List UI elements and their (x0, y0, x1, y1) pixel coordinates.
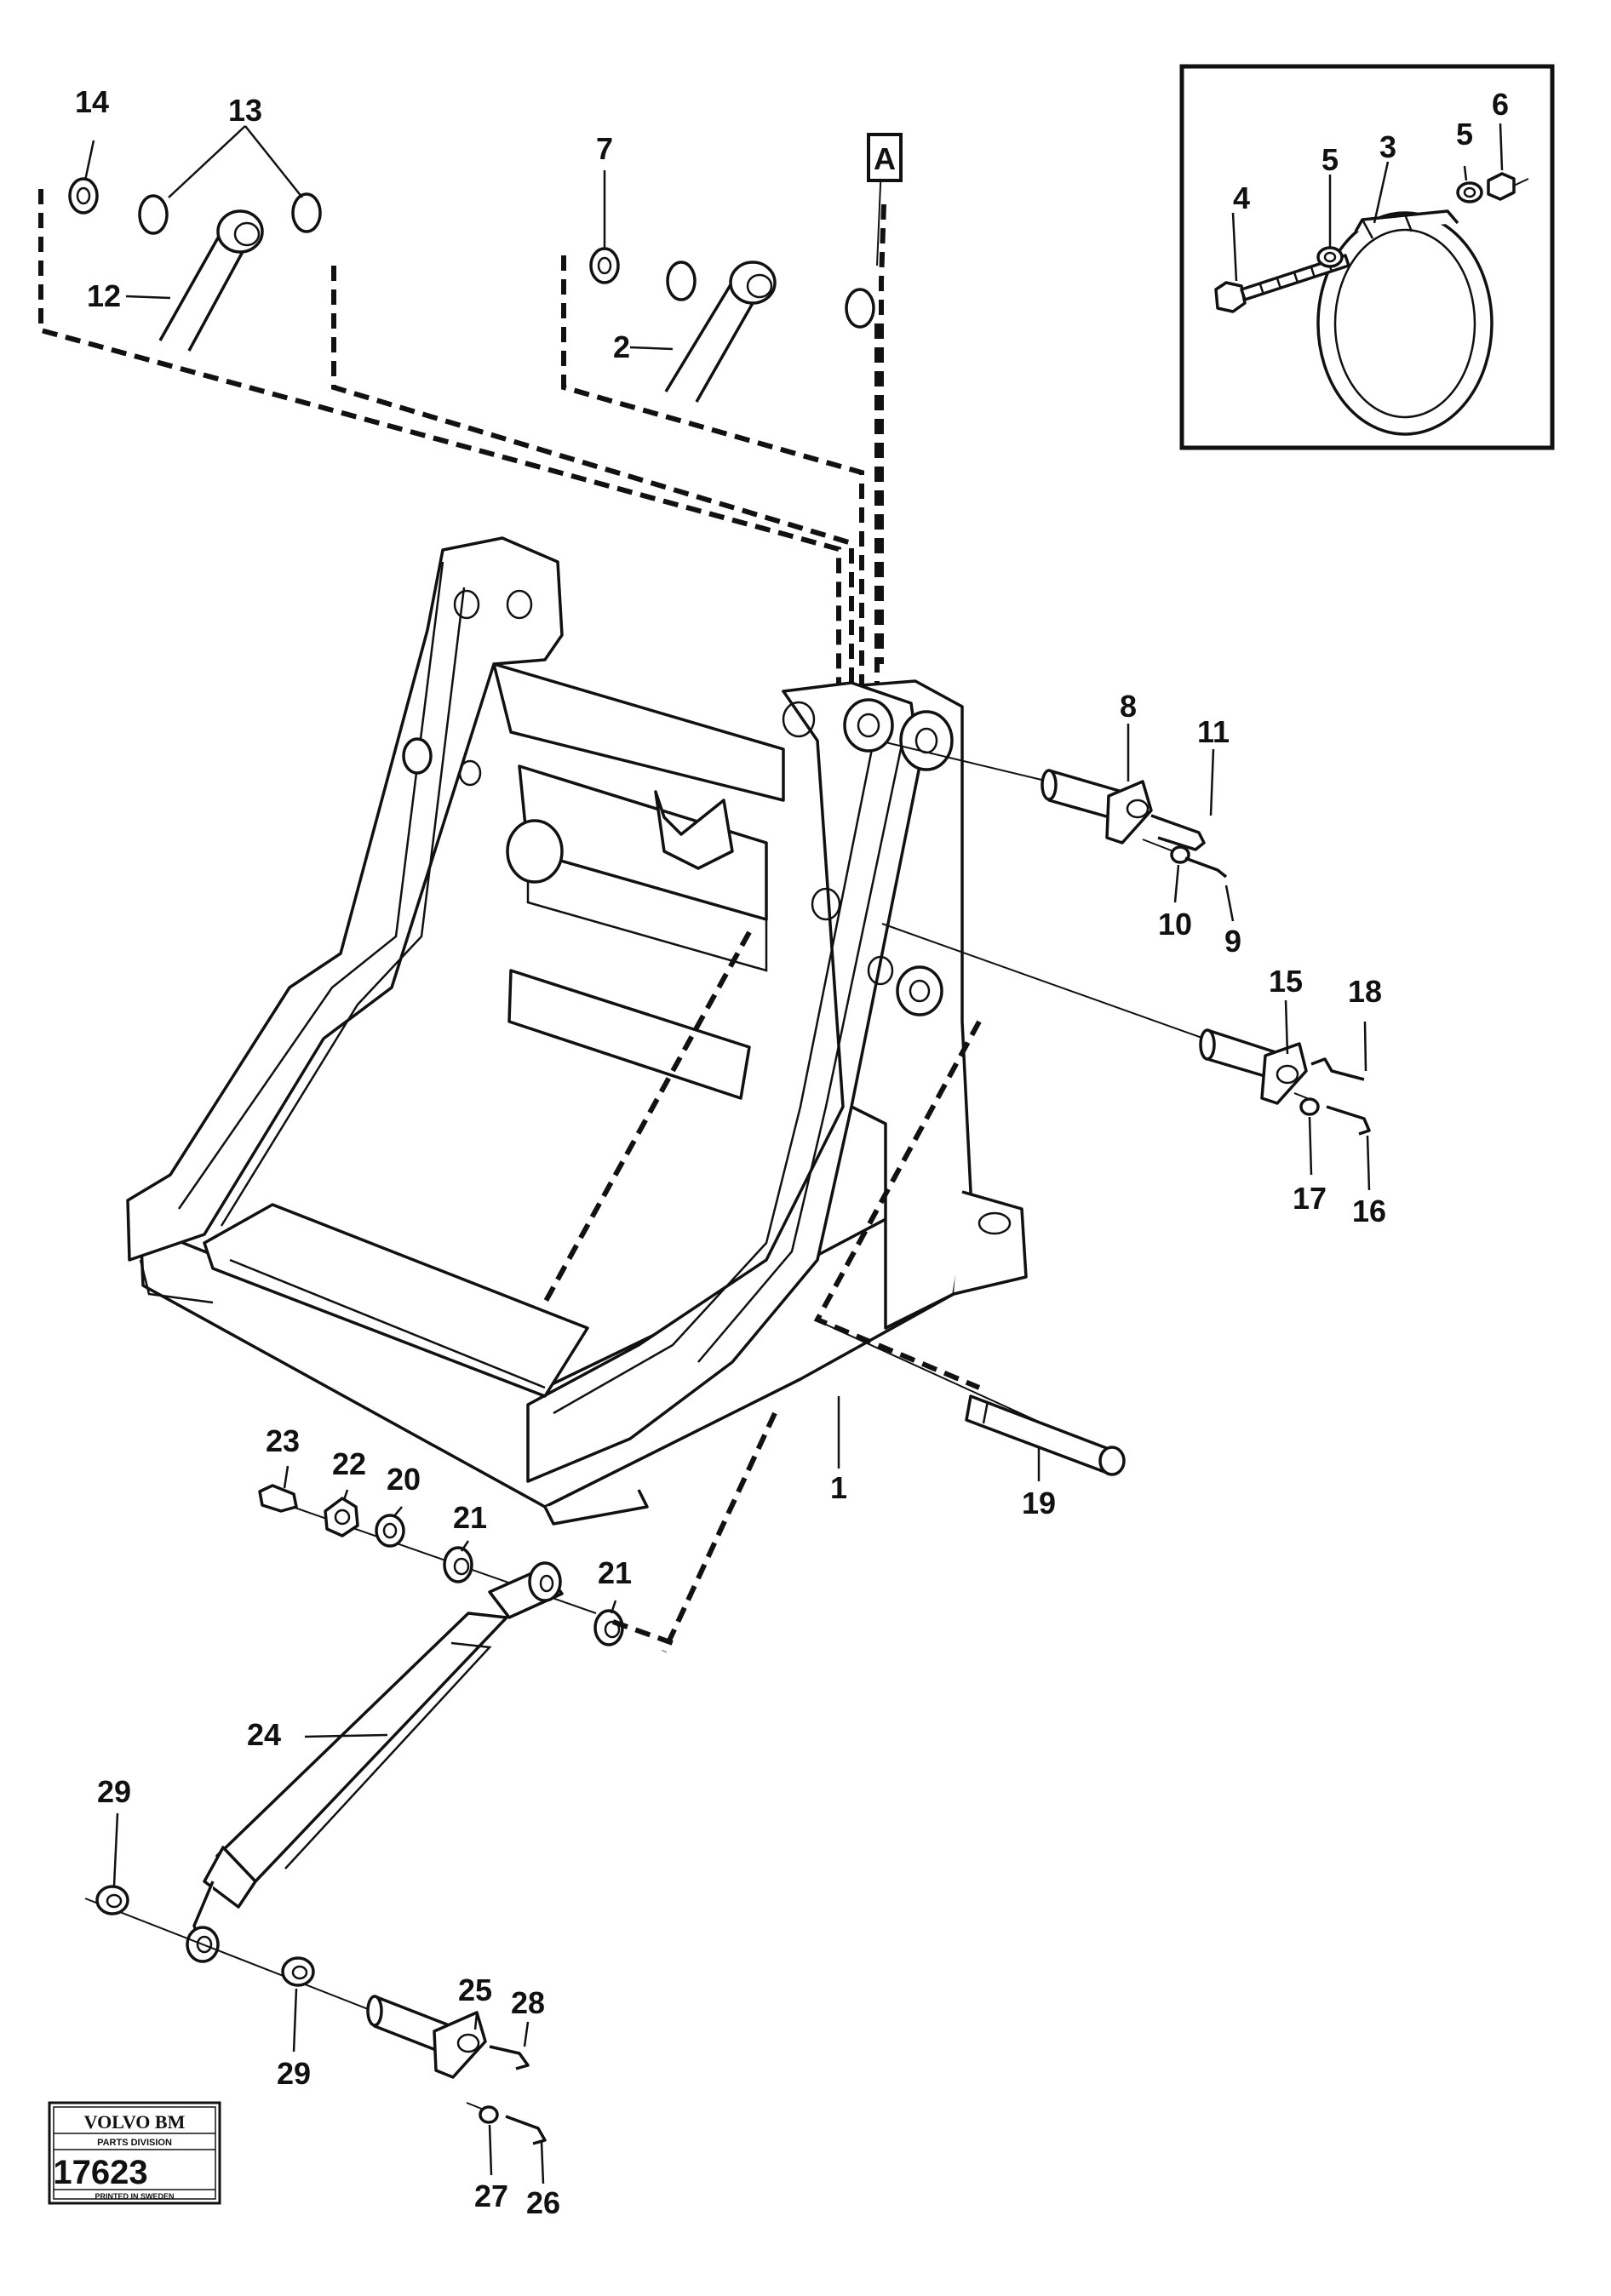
callout-7: 7 (596, 131, 613, 166)
link-arm-12 (158, 209, 264, 352)
callout-13: 13 (228, 93, 262, 128)
grease-nipple-23 (258, 1484, 298, 1513)
washer-20 (375, 1514, 405, 1548)
callout-17: 17 (1293, 1181, 1327, 1216)
callout-21-left: 21 (453, 1500, 487, 1535)
callout-2: 2 (613, 329, 630, 364)
pin-8 (1041, 769, 1153, 845)
leader-lines (83, 123, 1504, 2184)
callout-27: 27 (474, 2179, 508, 2213)
pin-25 (366, 1995, 487, 2079)
washer-27 (479, 2105, 499, 2124)
callout-29-upper: 29 (97, 1774, 131, 1809)
callout-21-right: 21 (598, 1555, 632, 1590)
badge-division: PARTS DIVISION (97, 2138, 172, 2148)
callout-11: 11 (1197, 714, 1230, 749)
washer-7 (589, 247, 620, 284)
nut-6 (1487, 172, 1516, 201)
callout-12: 12 (87, 278, 121, 313)
callout-3: 3 (1379, 129, 1396, 164)
callout-16: 16 (1352, 1194, 1386, 1228)
callout-29-lower: 29 (277, 2056, 311, 2091)
bushing-29-left (95, 1885, 129, 1915)
o-ring-13-left (138, 194, 169, 235)
badge-brand: VOLVO BM (84, 2111, 186, 2133)
callout-6: 6 (1492, 87, 1509, 122)
bushing-29-right (281, 1956, 315, 1987)
callout-5-right: 5 (1456, 117, 1473, 152)
callout-20: 20 (387, 1462, 421, 1497)
callout-24: 24 (247, 1717, 281, 1752)
callout-10: 10 (1158, 907, 1192, 942)
callout-15: 15 (1269, 964, 1303, 999)
bolt-4 (1214, 254, 1350, 313)
washer-14 (68, 177, 99, 215)
callout-26: 26 (526, 2185, 560, 2220)
callout-4: 4 (1233, 180, 1250, 215)
callout-1: 1 (830, 1470, 847, 1505)
callout-25: 25 (458, 1972, 492, 2007)
washer-10 (1170, 845, 1190, 864)
nut-22 (324, 1497, 359, 1537)
link-arm-2 (664, 261, 777, 403)
view-marker-a: A (867, 133, 903, 182)
callout-22: 22 (332, 1446, 366, 1481)
callout-19: 19 (1022, 1486, 1056, 1520)
callout-14: 14 (75, 84, 109, 119)
o-ring-7-right (845, 288, 875, 329)
washer-17 (1299, 1097, 1320, 1116)
callout-18: 18 (1348, 974, 1382, 1009)
badge-printed: PRINTED IN SWEDEN (95, 2192, 174, 2201)
view-marker-label: A (874, 141, 896, 176)
pin-15 (1199, 1028, 1308, 1105)
callout-28: 28 (511, 1985, 545, 2020)
cylinder-24 (186, 1561, 564, 1963)
callout-numbers: 1 2 3 4 5 5 6 7 8 9 10 11 12 13 14 15 16… (75, 84, 1509, 2220)
callout-8: 8 (1120, 689, 1137, 724)
washer-5-left (1316, 246, 1344, 268)
callout-23: 23 (266, 1423, 300, 1458)
washer-5-right (1456, 181, 1483, 203)
parts-badge: VOLVO BM PARTS DIVISION 17623 PRINTED IN… (48, 2101, 221, 2205)
badge-number: 17623 (53, 2154, 147, 2191)
detail-inset (1179, 64, 1555, 450)
o-ring-13-right (291, 192, 322, 233)
callout-9: 9 (1224, 924, 1241, 959)
pin-19 (965, 1394, 1126, 1476)
o-ring-7-left (666, 261, 697, 301)
callout-5-left: 5 (1321, 142, 1339, 177)
main-frame-1 (126, 536, 1028, 1526)
clamp-ring (1316, 211, 1493, 436)
